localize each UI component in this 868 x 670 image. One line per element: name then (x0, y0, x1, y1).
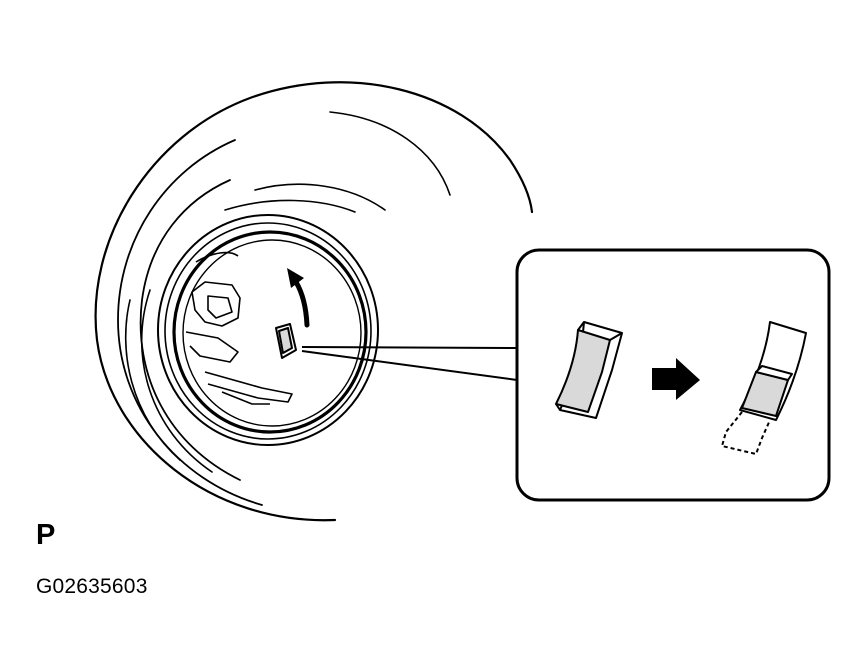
hub-clip-face (278, 327, 293, 354)
rotation-arrow-shaft (293, 279, 310, 328)
hub-lever (204, 371, 293, 403)
hub-ring-face (182, 239, 362, 427)
tire-arc-outer (94, 81, 534, 522)
hub (157, 214, 379, 446)
hub-tab-upper-inner (207, 295, 233, 319)
tire-arc-7 (254, 183, 386, 211)
tire-arc-2 (117, 139, 263, 506)
clip-after (721, 321, 807, 455)
hub-clip (275, 323, 297, 359)
tire-arc-3 (139, 179, 241, 481)
hub-inner-parts (185, 251, 293, 405)
clip-after-ghost (721, 411, 771, 455)
hub-tab-upper (191, 281, 241, 327)
hub-edge-left (195, 251, 239, 263)
tire-arc-6 (124, 299, 181, 461)
hub-bracket (185, 331, 239, 363)
figure-code-label: G02635603 (36, 575, 148, 598)
hub-ring-2 (164, 222, 372, 440)
clip-after-tab-top (755, 365, 793, 381)
view-letter-label: P (36, 519, 56, 551)
curved-arrow-icon (287, 268, 310, 328)
leader-line-bottom (301, 350, 518, 381)
leader-line-top (301, 346, 518, 349)
rotation-arrow-head (287, 268, 304, 288)
callout-leader (301, 346, 518, 381)
arrow-right-icon (652, 358, 700, 400)
hub-ring-inner (172, 230, 368, 434)
hub-ring-outer (157, 214, 379, 446)
clip-before (555, 321, 623, 419)
tire-arc-5 (140, 289, 213, 473)
clip-before-face (555, 329, 611, 413)
hub-lever-2 (221, 391, 270, 405)
wheel-outer-arcs (94, 81, 534, 522)
clip-before-edge (555, 321, 623, 411)
tire-arc-4 (329, 111, 451, 196)
tire-arc-8 (224, 199, 356, 213)
